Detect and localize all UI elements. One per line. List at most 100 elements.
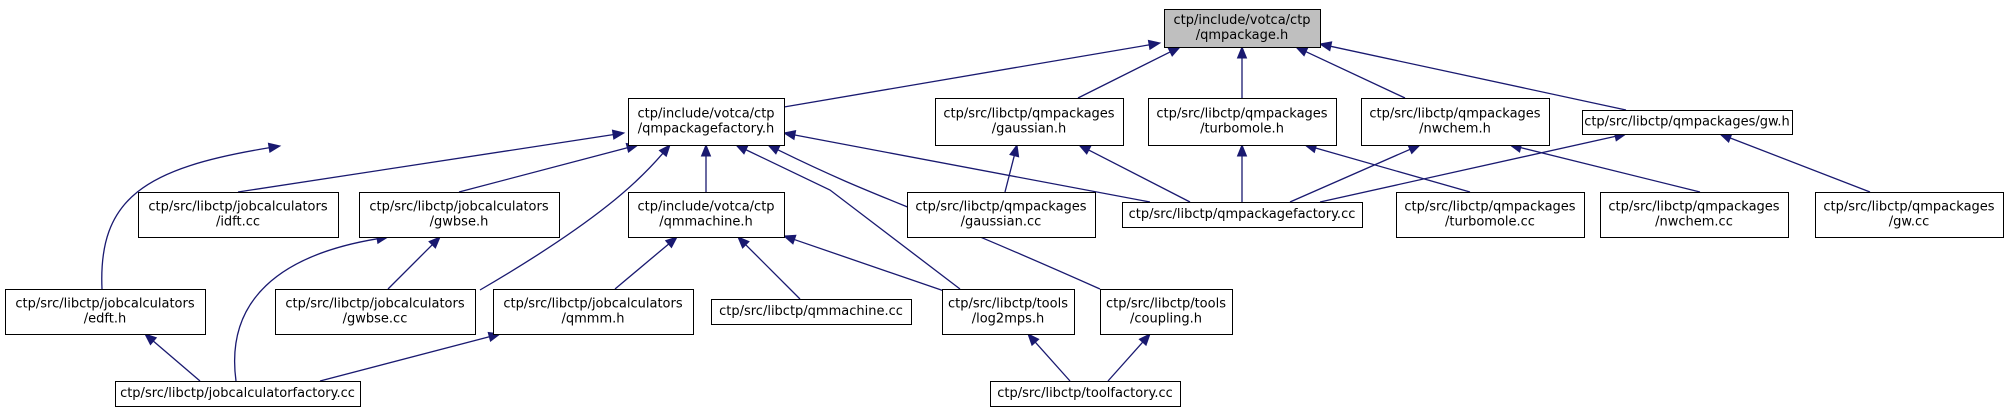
arrowhead xyxy=(1077,144,1092,155)
edge-nwchem-cc-to-nwchem-h xyxy=(1508,142,1701,193)
node-box xyxy=(907,192,1096,238)
node-label-line: /edft.h xyxy=(84,312,126,327)
node-label-line: ctp/src/libctp/qmpackages xyxy=(1823,200,1994,215)
node-box xyxy=(628,98,785,146)
node-gw-h[interactable]: ctp/src/libctp/qmpackages/gw.h xyxy=(1582,110,1793,135)
node-label-line: /qmpackage.h xyxy=(1196,28,1289,43)
node-label-line: /gw.cc xyxy=(1889,215,1930,230)
node-box xyxy=(359,192,560,238)
arrowhead xyxy=(267,142,282,154)
arrowhead xyxy=(664,236,679,249)
edge-line xyxy=(1004,155,1015,193)
edge-line xyxy=(777,149,1101,290)
edge-line xyxy=(745,244,801,300)
node-box xyxy=(1100,289,1233,335)
edge-gaussian-cc-to-gaussian-h xyxy=(1004,143,1020,193)
arrowhead xyxy=(1167,46,1182,57)
node-box xyxy=(1600,192,1789,238)
node-gwbse-cc[interactable]: ctp/src/libctp/jobcalculators/gwbse.cc xyxy=(275,289,476,335)
node-gaussian-h[interactable]: ctp/src/libctp/qmpackages/gaussian.h xyxy=(935,98,1124,146)
node-toolfactory-cc[interactable]: ctp/src/libctp/toolfactory.cc xyxy=(990,381,1181,407)
node-label-line: ctp/src/libctp/jobcalculatorfactory.cc xyxy=(120,386,355,401)
node-gwbse-h[interactable]: ctp/src/libctp/jobcalculators/gwbse.h xyxy=(359,192,560,238)
edge-jobcalculatorfactory-cc-to-qmmm-h xyxy=(319,331,502,382)
edge-gwbse-h-to-qmpackagefactory-h xyxy=(458,142,640,193)
node-qmmm-h[interactable]: ctp/src/libctp/jobcalculators/qmmm.h xyxy=(493,289,694,335)
node-box xyxy=(1396,192,1585,238)
node-qmpackage-h: ctp/include/votca/ctp/qmpackage.h xyxy=(1164,9,1321,48)
node-qmmachine-cc[interactable]: ctp/src/libctp/qmmachine.cc xyxy=(711,299,912,325)
edge-qmmm-h-to-qmmachine-h xyxy=(614,236,679,290)
edge-line xyxy=(783,44,1150,108)
edge-line xyxy=(237,134,614,193)
node-gw-cc[interactable]: ctp/src/libctp/qmpackages/gw.cc xyxy=(1815,192,2004,238)
edge-turbomole-h-to-qmpackage-h xyxy=(1236,45,1248,98)
node-box xyxy=(493,289,694,335)
node-label-line: /gaussian.h xyxy=(992,122,1067,137)
node-qmpackagefactory-h[interactable]: ctp/include/votca/ctp/qmpackagefactory.h xyxy=(628,98,785,146)
edge-line xyxy=(794,238,951,294)
node-box xyxy=(942,289,1075,335)
edge-line xyxy=(1305,51,1406,99)
edge-line xyxy=(458,147,628,193)
arrowhead xyxy=(428,236,441,249)
edge-jobcalculatorfactory-cc-to-edft-h xyxy=(143,333,201,382)
edge-toolfactory-cc-to-log2mps-h xyxy=(1027,333,1071,382)
arrowhead xyxy=(734,144,749,155)
node-gaussian-cc[interactable]: ctp/src/libctp/qmpackages/gaussian.cc xyxy=(907,192,1096,238)
node-idft-cc[interactable]: ctp/src/libctp/jobcalculators/idft.cc xyxy=(138,192,339,238)
node-label-line: /nwchem.h xyxy=(1419,122,1491,137)
arrowhead xyxy=(1407,144,1422,155)
edge-qmpackagefactory-h-to-qmpackage-h xyxy=(783,39,1162,108)
node-qmmachine-h[interactable]: ctp/include/votca/ctp/qmmachine.h xyxy=(628,192,785,238)
node-label-line: ctp/include/votca/ctp xyxy=(637,200,774,215)
node-label-line: /turbomole.cc xyxy=(1445,215,1535,230)
node-log2mps-h[interactable]: ctp/src/libctp/tools/log2mps.h xyxy=(942,289,1075,335)
node-box xyxy=(711,299,912,325)
arrowhead xyxy=(611,129,626,140)
nodes: ctp/include/votca/ctp/qmpackage.hctp/inc… xyxy=(5,9,2004,407)
edge-qmpackagefactory-cc-to-qmpackagefactory-h xyxy=(782,129,1151,203)
node-label-line: ctp/src/libctp/tools xyxy=(1106,297,1226,312)
edge-line xyxy=(387,244,433,290)
node-qmpackagefactory-cc[interactable]: ctp/src/libctp/qmpackagefactory.cc xyxy=(1122,202,1363,228)
edge-line xyxy=(234,238,378,382)
node-label-line: /log2mps.h xyxy=(972,312,1045,327)
node-box xyxy=(138,192,339,238)
edge-line xyxy=(614,243,669,290)
node-label-line: /qmmachine.h xyxy=(659,215,753,230)
node-nwchem-h[interactable]: ctp/src/libctp/qmpackages/nwchem.h xyxy=(1361,98,1550,146)
edge-line xyxy=(1289,148,1411,203)
node-label-line: ctp/src/libctp/jobcalculators xyxy=(15,297,194,312)
node-label-line: ctp/src/libctp/jobcalculators xyxy=(148,200,327,215)
node-box xyxy=(1815,192,2004,238)
edge-toolfactory-cc-to-coupling-h xyxy=(1107,333,1151,382)
edge-line xyxy=(1088,149,1191,203)
node-nwchem-cc[interactable]: ctp/src/libctp/qmpackages/nwchem.cc xyxy=(1600,192,1789,238)
arrowhead xyxy=(737,236,750,249)
node-label-line: ctp/src/libctp/qmpackages xyxy=(943,107,1114,122)
node-label-line: ctp/src/libctp/qmpackages xyxy=(1608,200,1779,215)
node-turbomole-cc[interactable]: ctp/src/libctp/qmpackages/turbomole.cc xyxy=(1396,192,1585,238)
edge-qmmachine-h-to-qmpackagefactory-h xyxy=(700,143,712,192)
edge-gwbse-cc-to-gwbse-h xyxy=(387,236,441,290)
node-label-line: ctp/src/libctp/tools xyxy=(948,297,1068,312)
node-label-line: ctp/src/libctp/jobcalculators xyxy=(285,297,464,312)
arrowhead xyxy=(1236,45,1248,59)
arrowhead xyxy=(766,144,781,155)
node-box xyxy=(115,381,361,407)
node-box xyxy=(1148,98,1337,146)
edge-line xyxy=(152,340,201,382)
node-edft-h[interactable]: ctp/src/libctp/jobcalculators/edft.h xyxy=(5,289,206,335)
arrowhead xyxy=(1718,133,1733,144)
node-coupling-h[interactable]: ctp/src/libctp/tools/coupling.h xyxy=(1100,289,1233,335)
arrowhead xyxy=(1027,333,1040,347)
node-label-line: ctp/src/libctp/qmpackages xyxy=(915,200,1086,215)
node-box xyxy=(1164,9,1321,48)
node-turbomole-h[interactable]: ctp/src/libctp/qmpackages/turbomole.h xyxy=(1148,98,1337,146)
edge-edft-h-to-qmpackagefactory-h xyxy=(101,142,282,290)
node-box xyxy=(275,289,476,335)
node-jobcalculatorfactory-cc[interactable]: ctp/src/libctp/jobcalculatorfactory.cc xyxy=(115,381,361,407)
node-label-line: ctp/src/libctp/qmpackages xyxy=(1404,200,1575,215)
edge-line xyxy=(1315,147,1471,193)
